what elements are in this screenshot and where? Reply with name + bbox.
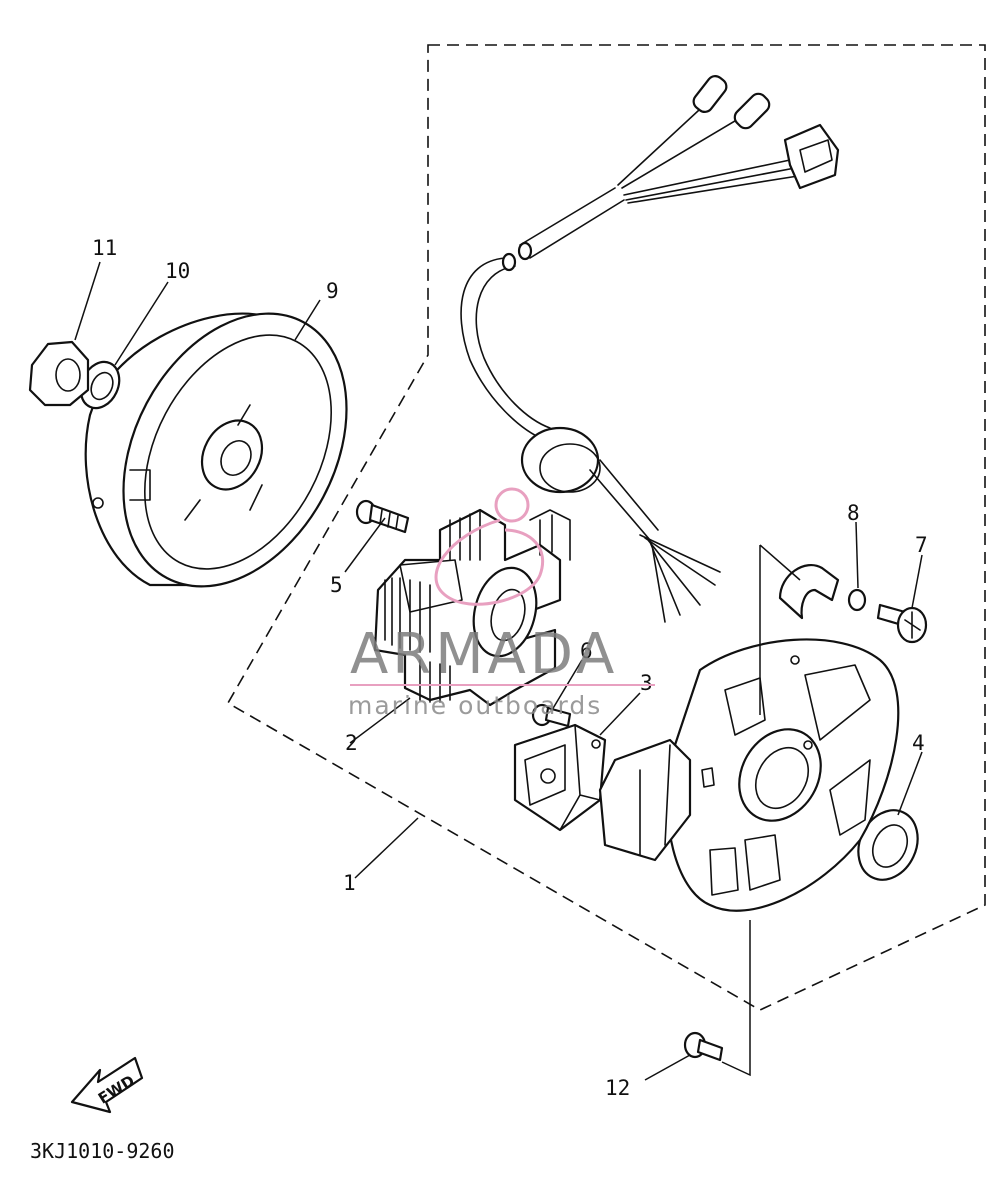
callout-2: 2	[345, 731, 358, 755]
assembly-boundary	[226, 44, 986, 1011]
flywheel-rotor	[84, 312, 348, 588]
watermark-ring-icon	[494, 487, 530, 523]
callout-9: 9	[326, 279, 339, 303]
callout-1: 1	[343, 871, 356, 895]
pickup-screw	[531, 703, 572, 728]
lead-clamp	[778, 564, 840, 620]
watermark-tagline: marine outboards	[348, 691, 602, 720]
wire-harness	[460, 75, 840, 623]
forward-indicator: FWD	[70, 1056, 144, 1114]
base-plate-screw	[683, 1031, 724, 1062]
watermark-brand: ARMADA	[350, 622, 618, 687]
leader-lines	[74, 261, 923, 1081]
callout-3: 3	[640, 671, 653, 695]
callout-8: 8	[847, 501, 860, 525]
callout-7: 7	[915, 533, 928, 557]
callout-5: 5	[330, 573, 343, 597]
pickup-coil	[513, 723, 607, 832]
callout-6: 6	[580, 639, 593, 663]
spring-washer	[847, 588, 867, 612]
stator-base-plate	[598, 638, 900, 912]
callout-10: 10	[165, 259, 190, 283]
callout-4: 4	[912, 731, 925, 755]
stator-screw	[355, 499, 410, 534]
forward-arrow-icon	[70, 1056, 144, 1114]
diagram-part-code: 3KJ1010-9260	[30, 1139, 175, 1163]
watermark-swirl-icon	[434, 518, 544, 606]
callout-11: 11	[92, 236, 117, 260]
nut	[28, 340, 90, 407]
clamp-screw	[876, 603, 928, 644]
callout-12: 12	[605, 1076, 630, 1100]
watermark: ARMADA marine outboards	[348, 487, 655, 720]
